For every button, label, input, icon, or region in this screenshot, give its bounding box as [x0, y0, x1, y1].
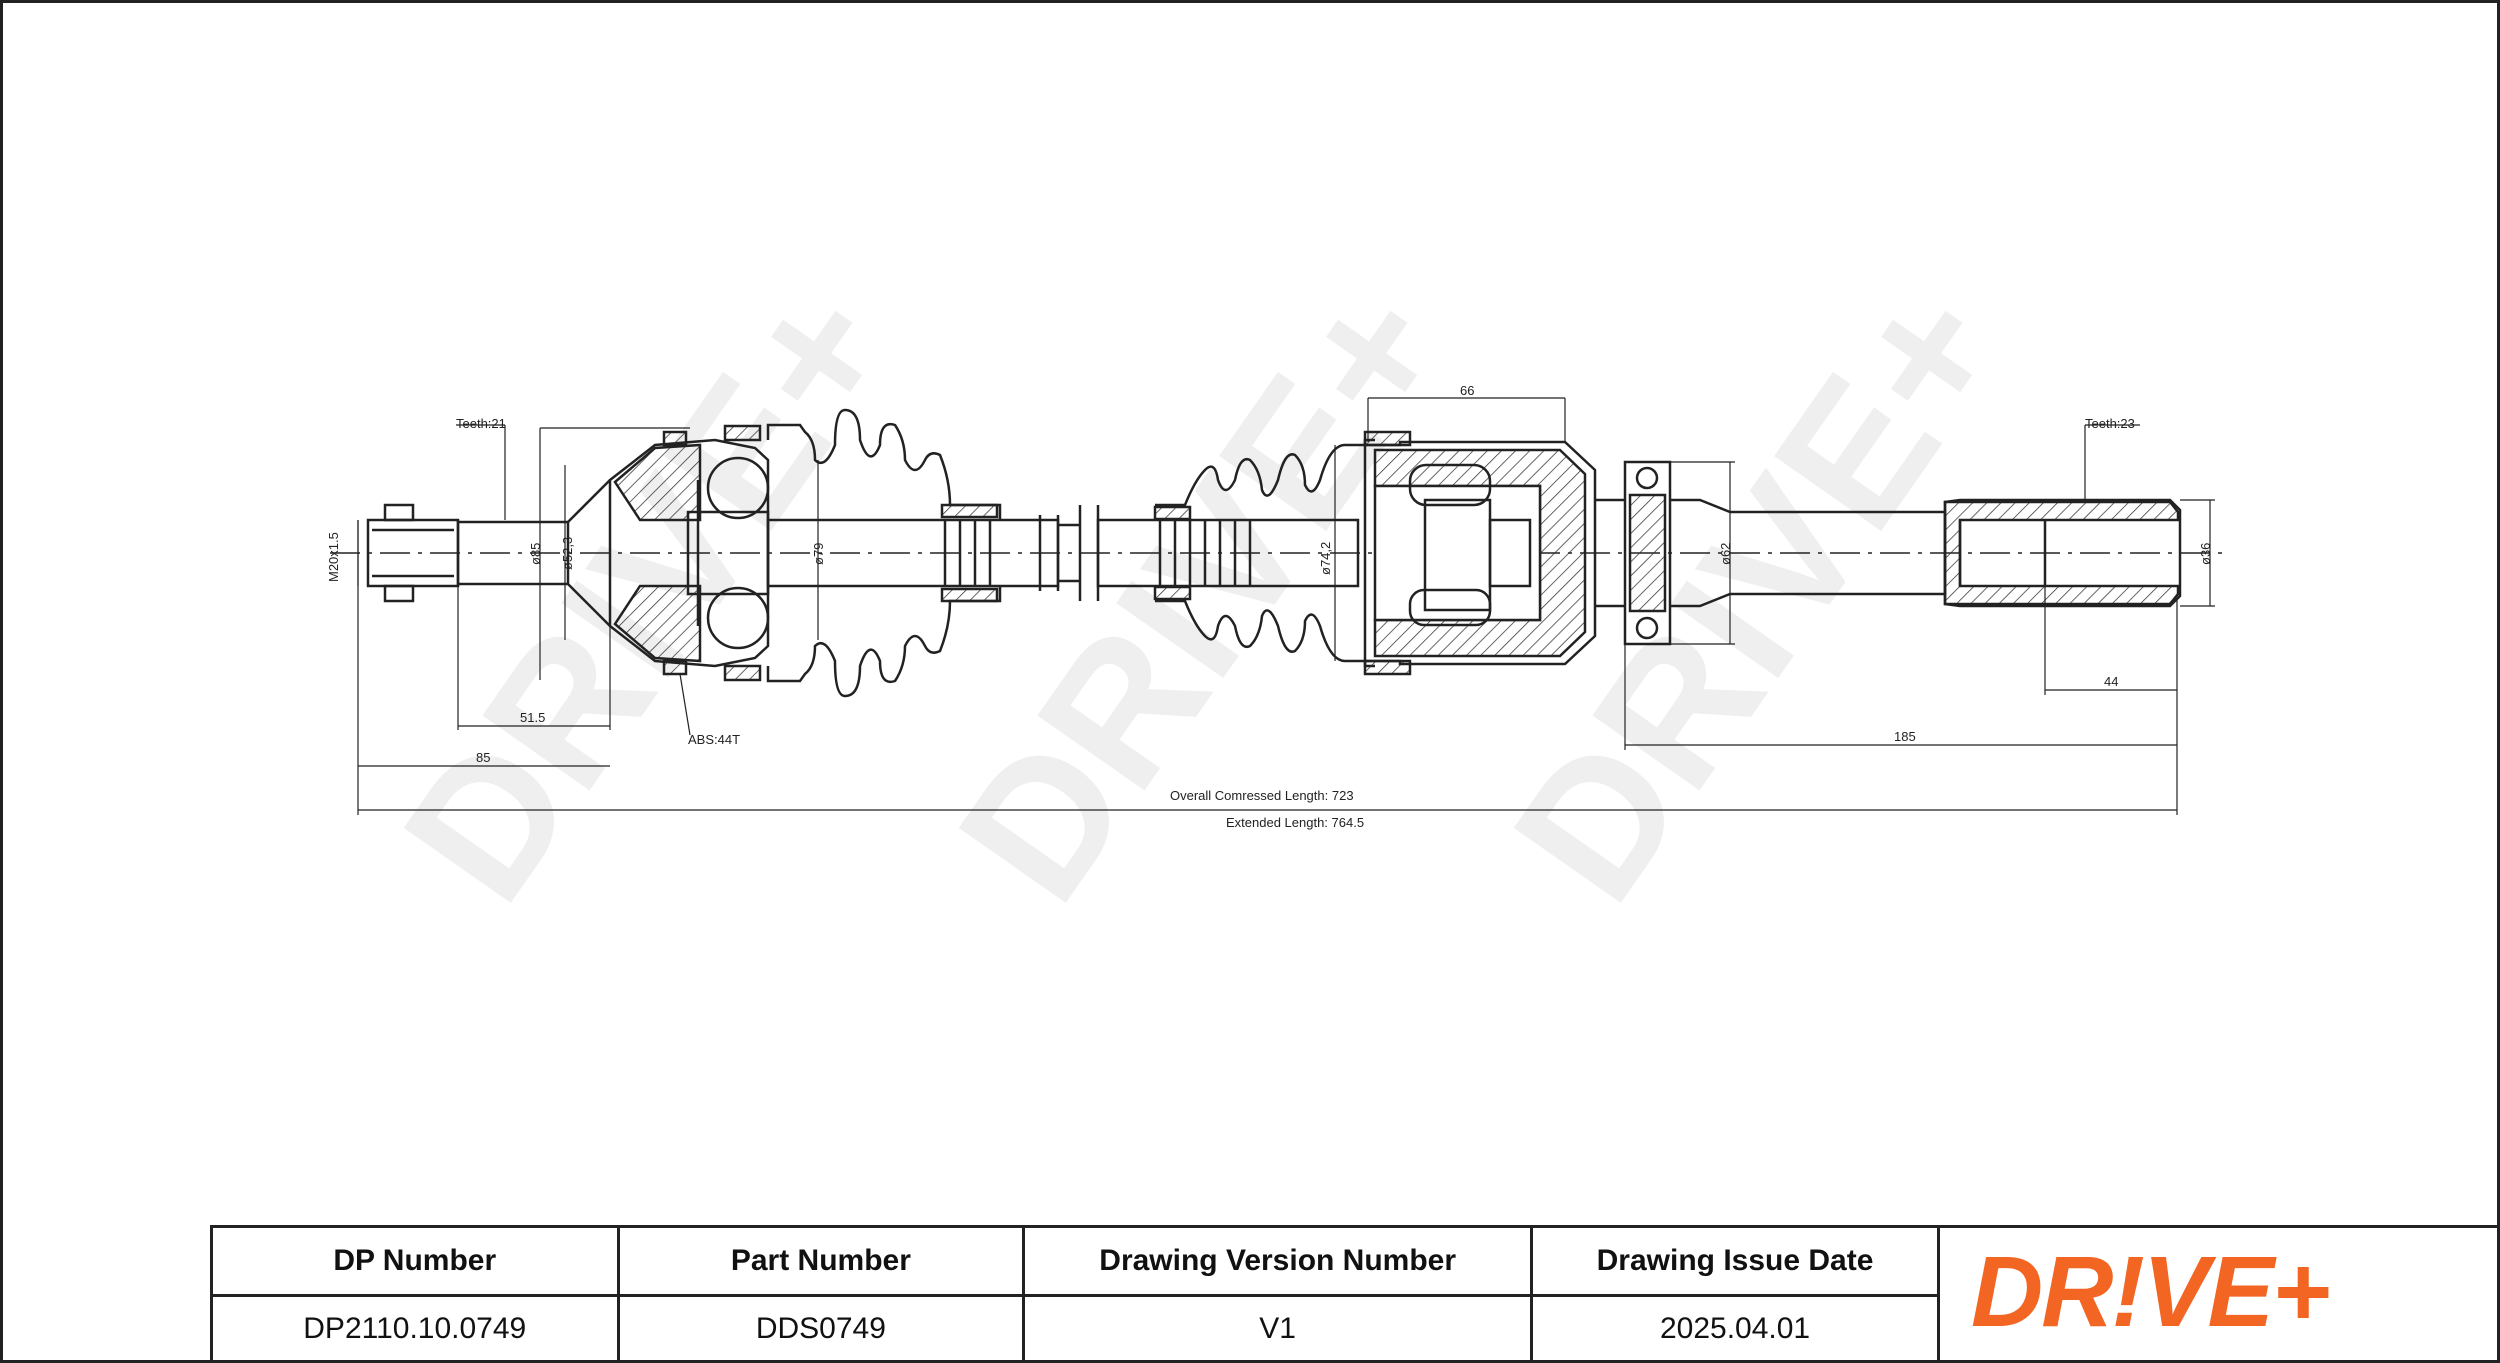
drive-logo: DR!VE+ [1943, 1228, 2500, 1360]
dimension-labels: Teeth:21 Teeth:23 M20x1.5 ø85 ø52,3 ø79 … [326, 383, 2213, 830]
inner-tripod-housing [1363, 440, 1597, 666]
header-part-number: Part Number [618, 1228, 1026, 1297]
title-block-table: DP Number Part Number Drawing Version Nu… [213, 1228, 1940, 1360]
logo-exclaim: ! [2111, 1236, 2144, 1348]
left-boot-top [766, 408, 1002, 520]
watermark: DRIVE+ DRIVE+ DRIVE+ [363, 249, 2043, 937]
value-issue-date: 2025.04.01 [1531, 1295, 1940, 1360]
dia-62-label: ø62 [1718, 543, 1733, 565]
right-boot-top [1155, 438, 1375, 507]
extended-length-label: Extended Length: 764.5 [1226, 815, 1364, 830]
teeth-right-label: Teeth:23 [2085, 416, 2135, 431]
dia-52-3-label: ø52,3 [560, 537, 575, 570]
dim-85-label: 85 [476, 750, 490, 765]
tripod-roller-bottom [1408, 588, 1492, 627]
thread-label: M20x1.5 [326, 532, 341, 582]
abs-label: ABS:44T [688, 732, 740, 747]
dia-74-2-label: ø74,2 [1318, 542, 1333, 575]
value-dp-number: DP2110.10.0749 [213, 1295, 620, 1360]
ball-top [706, 456, 770, 520]
teeth-left-label: Teeth:21 [456, 416, 506, 431]
dim-66-label: 66 [1460, 383, 1474, 398]
logo-plus: + [2272, 1236, 2330, 1348]
dia-79-label: ø79 [811, 543, 826, 565]
overall-length-label: Overall Comressed Length: 723 [1170, 788, 1354, 803]
header-drawing-version: Drawing Version Number [1023, 1228, 1534, 1297]
value-part-number: DDS0749 [618, 1295, 1026, 1360]
bearing-ball-top [1635, 466, 1659, 490]
dim-51-5-label: 51.5 [520, 710, 545, 725]
abs-ring-bottom [662, 659, 688, 676]
nut-top [383, 503, 415, 522]
support-bearing [1623, 460, 1672, 646]
nut-bottom [383, 584, 415, 603]
tripod-roller-top [1408, 463, 1492, 507]
shaft-geometry [330, 408, 2230, 698]
ball-bottom [706, 586, 770, 650]
left-boot-bottom [766, 586, 1002, 698]
outer-cv-housing [608, 438, 770, 668]
abs-ring-top [662, 430, 688, 447]
dim-185-label: 185 [1894, 729, 1916, 744]
dim-44-label: 44 [2104, 674, 2118, 689]
dimension-lines [357, 397, 2215, 815]
logo-text: DR!VE+ [1971, 1242, 2331, 1342]
logo-ve: VE [2142, 1236, 2274, 1348]
value-drawing-version: V1 [1023, 1295, 1534, 1360]
shaft-middle [1096, 518, 1360, 588]
header-issue-date: Drawing Issue Date [1531, 1228, 1940, 1297]
bearing-ball-bottom [1635, 616, 1659, 640]
dia-85-label: ø85 [528, 543, 543, 565]
logo-dr: DR [1971, 1236, 2113, 1348]
dia-36-label: ø36 [2198, 543, 2213, 565]
header-dp-number: DP Number [213, 1228, 620, 1297]
title-block: DP Number Part Number Drawing Version Nu… [210, 1225, 2497, 1360]
drive-shaft-drawing: DRIVE+ DRIVE+ DRIVE+ [326, 249, 2230, 937]
right-boot-bottom [1155, 599, 1375, 668]
